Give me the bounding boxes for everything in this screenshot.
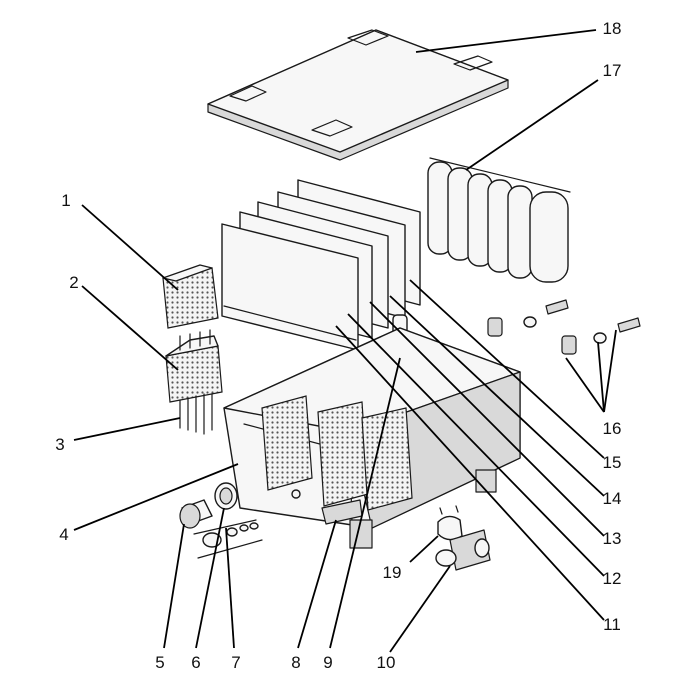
part-ring — [214, 482, 238, 510]
callout-8: 8 — [291, 653, 300, 672]
leader-13 — [369, 301, 605, 537]
callout-6: 6 — [191, 653, 200, 672]
callout-1: 1 — [61, 191, 70, 210]
callout-4: 4 — [59, 525, 68, 544]
part-cartridge-bank — [427, 157, 571, 283]
leader-lines — [73, 29, 617, 653]
callout-13: 13 — [603, 529, 622, 548]
leader-6 — [195, 507, 225, 649]
leader-4 — [73, 463, 239, 531]
leader-17 — [465, 79, 599, 171]
callout-3: 3 — [55, 435, 64, 454]
callout-labels: 1 2 3 4 5 6 7 8 9 10 11 12 13 14 15 16 1… — [55, 19, 621, 672]
callout-11: 11 — [603, 615, 621, 634]
leader-1 — [81, 204, 179, 291]
leader-15 — [409, 279, 605, 459]
leader-8 — [297, 519, 337, 649]
callout-9: 9 — [323, 653, 332, 672]
callout-17: 17 — [603, 61, 622, 80]
callout-10: 10 — [377, 653, 396, 672]
leader-14 — [389, 295, 605, 497]
callout-16: 16 — [603, 419, 622, 438]
leader-16b — [597, 341, 605, 413]
part-cylinder — [179, 499, 213, 529]
callout-19: 19 — [383, 563, 402, 582]
part-lid — [207, 29, 509, 161]
callout-14: 14 — [603, 489, 622, 508]
callout-15: 15 — [603, 453, 622, 472]
part-connectors — [487, 299, 641, 355]
leader-2 — [81, 285, 179, 371]
leader-12 — [347, 313, 605, 577]
part-filter-housing — [223, 327, 521, 549]
part-filter-panels — [221, 179, 421, 364]
leader-7 — [225, 527, 235, 649]
leader-10 — [389, 565, 451, 653]
callout-7: 7 — [231, 653, 240, 672]
leader-11 — [335, 325, 605, 621]
callout-18: 18 — [603, 19, 622, 38]
part-outlet-fitting — [435, 529, 491, 571]
leader-16c — [603, 329, 617, 413]
callout-5: 5 — [155, 653, 164, 672]
leader-16a — [565, 357, 605, 413]
leader-19 — [409, 535, 439, 563]
leader-18 — [415, 29, 597, 53]
callout-12: 12 — [603, 569, 622, 588]
leader-9 — [329, 357, 401, 649]
part-filter-block-large — [165, 329, 223, 403]
part-prongs — [179, 393, 213, 435]
leader-3 — [73, 417, 181, 441]
part-gasket — [437, 505, 463, 541]
callout-2: 2 — [69, 273, 78, 292]
part-filter-block-small — [162, 264, 219, 329]
leader-5 — [163, 523, 185, 649]
